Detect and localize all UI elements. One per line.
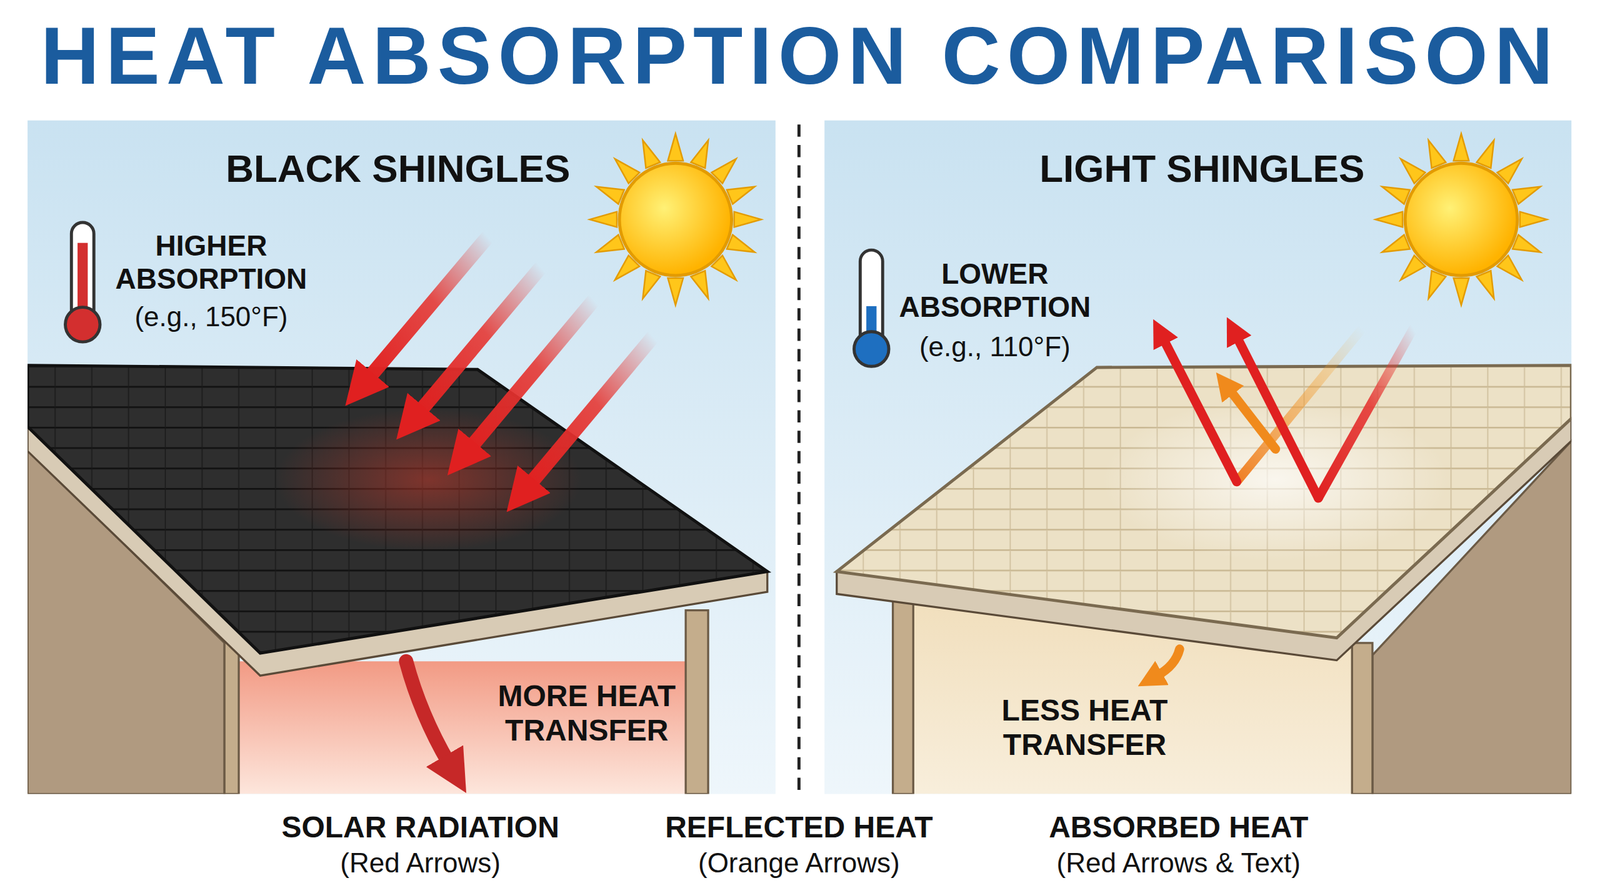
reflected-arrows	[1156, 328, 1414, 676]
illustration-part	[27, 365, 768, 654]
legend-note: (Orange Arrows)	[698, 847, 900, 880]
sun-ray	[596, 235, 625, 253]
sun-ray	[1476, 270, 1495, 299]
illustration-part	[685, 610, 709, 795]
legend-note: (Red Arrows)	[340, 847, 501, 880]
illustration-part	[854, 331, 890, 367]
illustration-part	[893, 593, 914, 794]
legend-heading: SOLAR RADIATION	[281, 810, 559, 845]
sun-ray	[1428, 140, 1447, 169]
absorption-label: LOWER ABSORPTION	[882, 257, 1108, 324]
heat-transfer-label: LESS HEAT TRANSFER	[950, 693, 1220, 762]
sun-ray	[690, 270, 709, 299]
panel: LIGHT SHINGLES	[824, 120, 1572, 795]
sun-ray	[1453, 133, 1469, 161]
illustration-part	[224, 633, 239, 795]
sun-ray	[642, 270, 660, 299]
thermometer-cool	[854, 250, 890, 367]
panel-heading: BLACK SHINGLES	[225, 146, 570, 191]
sun-ray	[1520, 211, 1547, 227]
heat-transfer-label: MORE HEAT TRANSFER	[474, 678, 700, 748]
illustration-part	[1156, 649, 1180, 676]
illustration-part	[836, 365, 1572, 639]
legend-note: (Red Arrows & Text)	[1056, 847, 1301, 880]
sun-ray	[1375, 211, 1403, 227]
sun-ray	[1428, 270, 1447, 299]
diagram-title: HEAT ABSORPTION COMPARISON	[40, 9, 1560, 104]
illustration-part	[528, 336, 654, 486]
sun-ray	[668, 133, 684, 161]
sun-ray	[726, 235, 755, 253]
illustration-part	[65, 307, 100, 343]
sun-ray	[590, 211, 617, 227]
sun-ray	[642, 140, 660, 169]
illustration-part	[1318, 328, 1414, 499]
panel-heading: LIGHT SHINGLES	[1039, 146, 1365, 191]
sun-ray	[1512, 235, 1541, 253]
sun-ray	[668, 278, 684, 305]
sun-ray	[1476, 140, 1495, 169]
sun-group	[590, 133, 1547, 305]
sun-ray	[1453, 278, 1469, 305]
black-house	[27, 365, 768, 795]
legend-heading: ABSORBED HEAT	[1048, 810, 1309, 845]
sun-ray	[690, 140, 709, 169]
illustration-part	[1351, 643, 1373, 795]
absorption-label: HIGHER ABSORPTION	[98, 229, 324, 296]
sun-ray	[1381, 235, 1410, 253]
temperature-note: (e.g., 110°F)	[919, 331, 1071, 364]
illustration-part	[1229, 390, 1275, 450]
panel-ground	[824, 120, 1572, 795]
sun-ray	[1381, 186, 1410, 205]
thermometer-hot	[65, 222, 100, 342]
light-house	[836, 365, 1572, 795]
sun-ray	[596, 186, 625, 205]
sun-ray	[734, 211, 762, 227]
divider	[797, 124, 801, 794]
sun-ray	[1512, 186, 1541, 205]
sun-disc	[619, 163, 732, 276]
sun-ray	[726, 186, 755, 205]
legend-heading: REFLECTED HEAT	[665, 810, 933, 845]
temperature-note: (e.g., 150°F)	[134, 301, 288, 334]
illustration-part	[1163, 338, 1237, 482]
sun-disc	[1405, 163, 1518, 276]
illustration-part	[406, 661, 450, 764]
panel-ground	[27, 120, 776, 795]
